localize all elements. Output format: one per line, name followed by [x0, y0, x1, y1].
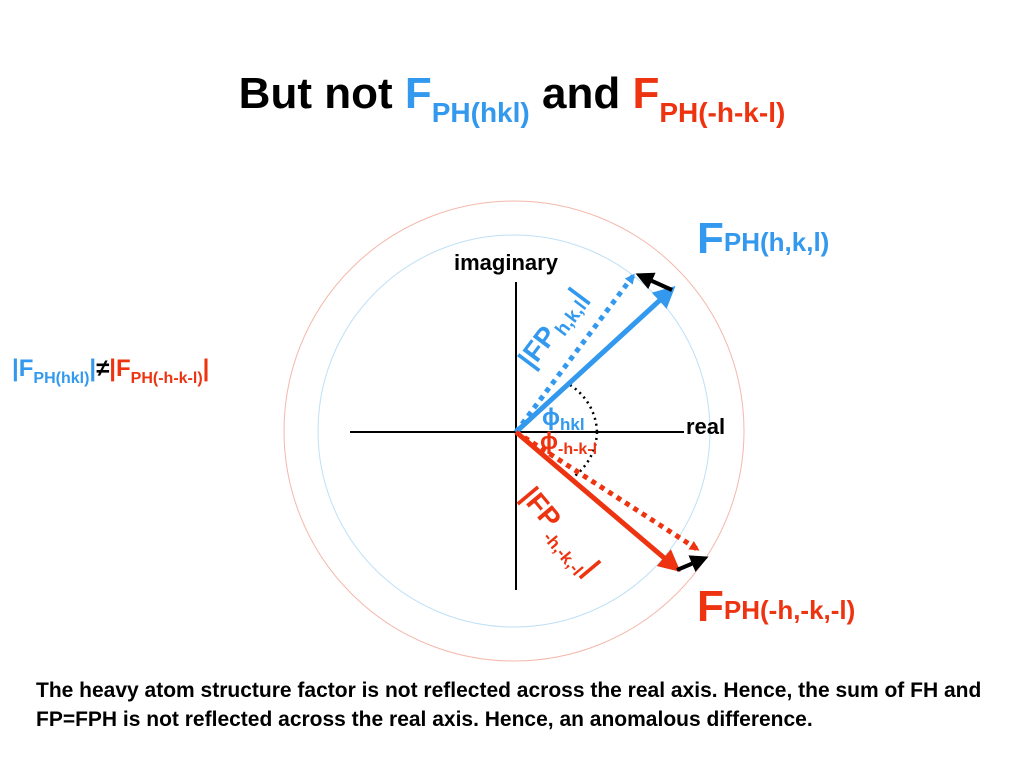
title-fph-hkl: FPH(hkl): [404, 69, 530, 128]
imaginary-axis-label: imaginary: [454, 250, 558, 275]
fph-neg-hkl-vector: [514, 430, 681, 572]
fph-neg-hkl-label: FPH(-h,-k,-l): [697, 582, 856, 631]
fph-hkl-magnitude: |FPH(hkl)|: [12, 355, 97, 387]
phi-neg-hkl-arc: [571, 431, 599, 480]
fph-neg-hkl-magnitude: |FPH(-h-k-l)|: [109, 355, 210, 387]
caption-text: The heavy atom structure factor is not r…: [36, 679, 982, 731]
real-axis-label: real: [686, 414, 726, 439]
fh-neg-hkl-arrow: [676, 555, 709, 572]
inequality-statement: |FPH(hkl)|≠|FPH(-h-k-l)|: [12, 355, 209, 388]
title-joiner: and: [541, 69, 621, 118]
fph-hkl-label: FPH(h,k,l): [697, 214, 830, 263]
inner-circle: [317, 234, 711, 628]
phi-hkl-label: ϕhkl: [542, 404, 585, 434]
fp-hkl-vector: [514, 273, 635, 434]
fh-hkl-arrow: [635, 272, 673, 292]
not-equal-sign: ≠: [96, 355, 110, 382]
slide-title: But not FPH(hkl) and FPH(-h-k-l): [0, 66, 1024, 141]
title-prefix: But not: [238, 69, 393, 118]
title-fph-neg-hkl: FPH(-h-k-l): [632, 69, 786, 128]
outer-circle: [283, 200, 745, 662]
fp-hkl-label: |FPh,k,l|: [512, 282, 596, 377]
phi-neg-hkl-label: ϕ-h-k-l: [540, 428, 597, 458]
fph-hkl-vector: [514, 285, 676, 434]
